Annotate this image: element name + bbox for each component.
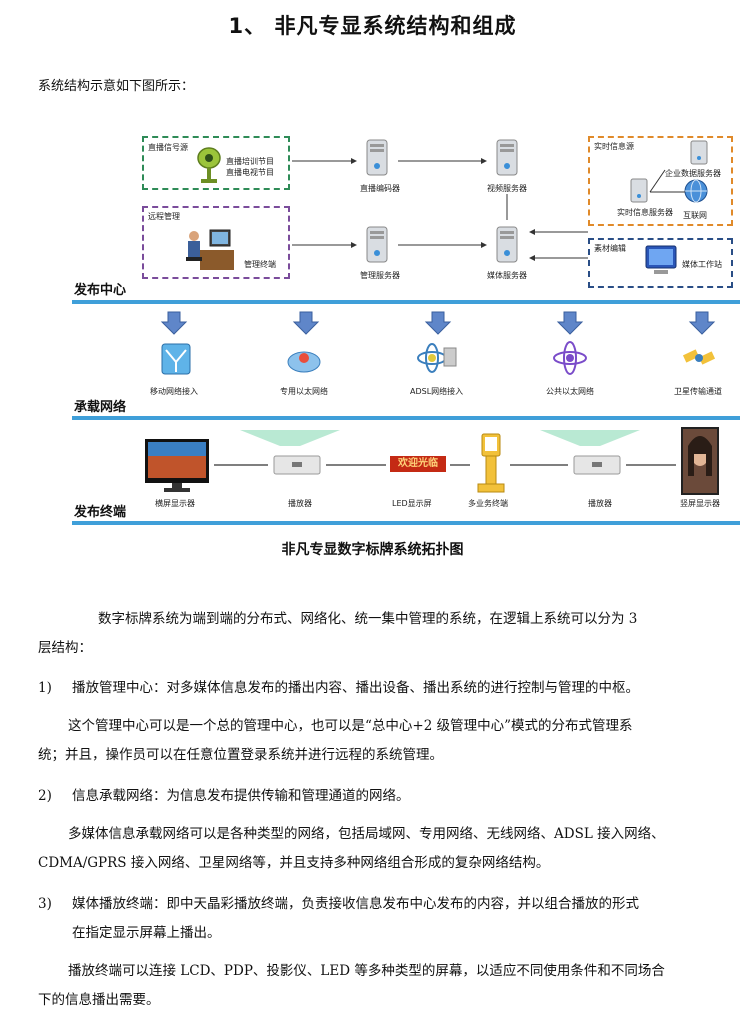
live-item-2: 直播电视节目 (226, 168, 274, 177)
item-2-number: 2) (38, 788, 52, 804)
realtime-source-title: 实时信息源 (594, 142, 634, 151)
network-label-2: 专用以太网络 (280, 387, 328, 396)
video-server-icon (496, 139, 518, 176)
realtime-server-label: 实时信息服务器 (617, 208, 673, 217)
material-edit-box (588, 238, 733, 288)
p1-line1: 数字标牌系统为端到端的分布式、网络化、统一集中管理的系统，在逻辑上系统可以分为 … (98, 611, 638, 627)
realtime-server-icon (630, 178, 648, 203)
item-3-number: 3) (38, 896, 52, 912)
video-server-label: 视频服务器 (487, 184, 527, 193)
network-label-1: 移动网络接入 (150, 387, 198, 396)
manage-terminal-label: 管理终端 (244, 260, 276, 269)
internet-globe-icon (684, 179, 708, 203)
item-2-text: 信息承载网络：为信息发布提供传输和管理通道的网络。 (72, 788, 410, 804)
operator-desk-icon (186, 229, 234, 270)
live-source-box (142, 136, 290, 190)
live-encoder-icon (366, 139, 388, 176)
private-ethernet-icon (287, 351, 321, 373)
internet-label: 互联网 (683, 211, 707, 220)
item-3-text-line2: 在指定显示屏幕上播出。 (72, 925, 221, 941)
remote-manage-box (142, 206, 290, 279)
player-icon-1 (273, 455, 321, 475)
p1-line2: 层结构： (38, 640, 92, 656)
section-heading: 1、 非凡专显系统结构和组成 (228, 14, 517, 38)
intro-text: 系统结构示意如下图所示： (38, 79, 195, 94)
item-2-detail: 多媒体信息承载网络可以是各种类型的网络，包括局域网、专用网络、无线网络、ADSL… (38, 820, 733, 878)
workstation-icon (645, 245, 677, 274)
remote-manage-title: 远程管理 (148, 212, 180, 221)
portrait-display-icon (681, 427, 719, 495)
kiosk-icon (477, 433, 505, 493)
terminal-label-3: LED显示屏 (392, 499, 432, 508)
connection-lines (292, 158, 685, 261)
network-band (72, 416, 740, 420)
network-label-4: 公共以太网络 (546, 387, 594, 396)
antenna-icon (197, 147, 221, 183)
paragraph-1: 数字标牌系统为端到端的分布式、网络化、统一集中管理的系统，在逻辑上系统可以分为 … (38, 605, 728, 663)
topology-diagram: 直播信号源 直播培训节目 直播电视节目 远程管理 管理终端 实时信息源 企业数据… (0, 120, 745, 560)
item-1-detail: 这个管理中心可以是一个总的管理中心，也可以是“总中心+2 级管理中心”模式的分布… (38, 712, 728, 770)
public-ethernet-icon (553, 341, 587, 375)
item-2: 2) 信息承载网络：为信息发布提供传输和管理通道的网络。 (38, 782, 728, 811)
terminal-links (214, 464, 676, 466)
manage-server-label: 管理服务器 (360, 271, 400, 280)
item-2-detail-line1: 多媒体信息承载网络可以是各种类型的网络，包括局域网、专用网络、无线网络、ADSL… (68, 826, 665, 842)
enterprise-db-label: 企业数据服务器 (665, 169, 721, 178)
center-band (72, 300, 740, 304)
item-3-detail-line1: 播放终端可以连接 LCD、PDP、投影仪、LED 等多种类型的屏幕，以适应不同使… (68, 963, 665, 979)
terminal-label-6: 竖屏显示器 (680, 499, 720, 508)
adsl-icon (417, 343, 457, 373)
terminal-label-4: 多业务终端 (468, 499, 508, 508)
media-server-icon (496, 226, 518, 263)
item-2-detail-line2: CDMA/GPRS 接入网络、卫星网络等，并且支持多种网络组合形成的复杂网络结构… (38, 855, 550, 871)
network-down-arrows (160, 311, 716, 335)
mobile-network-icon (161, 343, 191, 375)
release-center-title: 发布中心 (74, 283, 127, 298)
item-3-detail-line2: 下的信息播出需要。 (38, 992, 160, 1008)
terminal-label-1: 横屏显示器 (155, 499, 195, 508)
live-item-1: 直播培训节目 (226, 157, 274, 166)
terminal-band (72, 521, 740, 525)
network-label-5: 卫星传输通道 (674, 387, 722, 396)
landscape-display-icon (145, 439, 209, 492)
player-icon-2 (573, 455, 621, 475)
terminal-label-5: 播放器 (588, 499, 612, 508)
diagram-caption: 非凡专显数字标牌系统拓扑图 (281, 542, 464, 558)
item-3-detail: 播放终端可以连接 LCD、PDP、投影仪、LED 等多种类型的屏幕，以适应不同使… (38, 957, 728, 1015)
media-workstation-label: 媒体工作站 (682, 260, 722, 269)
satellite-icon (682, 349, 716, 365)
network-title: 承载网络 (74, 400, 127, 415)
item-1-detail-line1: 这个管理中心可以是一个总的管理中心，也可以是“总中心+2 级管理中心”模式的分布… (68, 718, 633, 734)
signal-beams (240, 430, 640, 446)
network-label-3: ADSL网络接入 (410, 387, 464, 396)
led-display: 欢迎光临 (390, 456, 446, 472)
material-edit-title: 素材编辑 (594, 244, 626, 253)
item-3: 3) 媒体播放终端：即中天晶彩播放终端，负责接收信息发布中心发布的内容，并以组合播… (38, 890, 728, 948)
media-server-label: 媒体服务器 (487, 271, 527, 280)
terminal-label-2: 播放器 (288, 499, 312, 508)
item-1-text: 播放管理中心：对多媒体信息发布的播出内容、播出设备、播出系统的进行控制与管理的中… (72, 680, 639, 696)
live-source-title: 直播信号源 (148, 143, 188, 152)
manage-server-icon (366, 226, 388, 263)
live-encoder-label: 直播编码器 (360, 184, 400, 193)
item-1-number: 1) (38, 680, 52, 696)
terminal-title: 发布终端 (74, 505, 127, 520)
enterprise-db-icon (690, 140, 708, 165)
item-1: 1) 播放管理中心：对多媒体信息发布的播出内容、播出设备、播出系统的进行控制与管理… (38, 674, 728, 703)
item-3-text-line1: 媒体播放终端：即中天晶彩播放终端，负责接收信息发布中心发布的内容，并以组合播放的… (72, 896, 639, 912)
item-1-detail-line2: 统；并且，操作员可以在任意位置登录系统并进行远程的系统管理。 (38, 747, 443, 763)
realtime-source-box (588, 136, 733, 226)
